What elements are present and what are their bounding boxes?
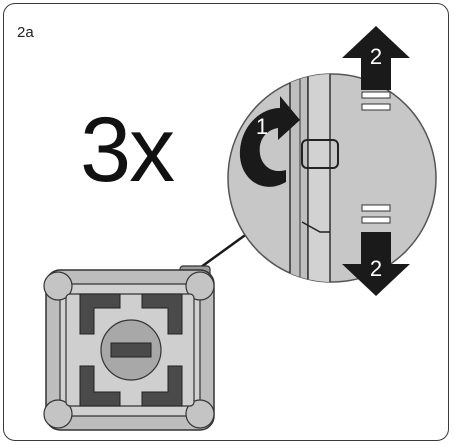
down-arrow-icon (342, 232, 410, 296)
magnifier-lens (227, 73, 437, 283)
turn-callout: 1 (256, 114, 268, 139)
sensor-module-icon (43, 265, 215, 431)
move-down-callout: 2 (370, 256, 382, 281)
repeat-count: 3x (80, 99, 175, 201)
step-label: 2a (17, 24, 34, 41)
up-arrow-icon (342, 26, 410, 90)
move-up-callout: 2 (370, 44, 382, 69)
curved-arrow-icon (239, 96, 300, 187)
